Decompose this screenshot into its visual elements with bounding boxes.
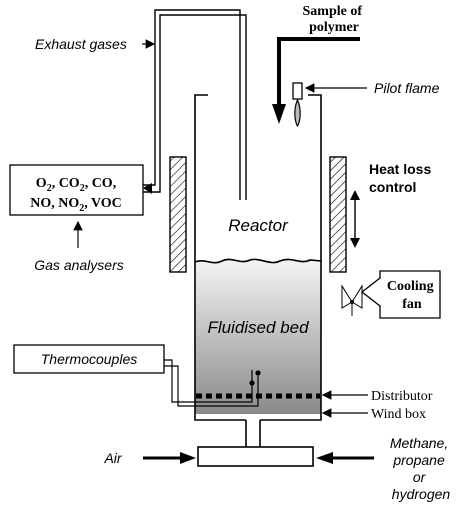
- fuel-inlet-arrowhead: [316, 452, 333, 464]
- distributor-label: Distributor: [371, 389, 433, 404]
- thermocouple-wire-outer: [164, 359, 253, 403]
- thermocouple-wire-inner: [164, 365, 259, 407]
- cooling-fan-icon: [341, 284, 363, 316]
- heat-loss-control-label: Heat loss control: [369, 161, 435, 195]
- fluidised-bed-label: Fluidised bed: [207, 318, 309, 337]
- gas-analysers-label: Gas analysers: [34, 257, 123, 273]
- heat-loss-arrowhead-down: [350, 238, 360, 248]
- pilot-flame-burner: [292, 82, 303, 100]
- right-heat-loss-panel: [329, 156, 347, 273]
- pilot-flame-icon: [294, 98, 301, 128]
- reactor-left-wall: [194, 94, 246, 421]
- sample-of-polymer-label: Sample of polymer: [303, 4, 366, 35]
- exhaust-gases-label: Exhaust gases: [35, 36, 127, 52]
- exhaust-tube-outer: [143, 9, 241, 200]
- polymer-feed-arrowhead: [272, 104, 286, 124]
- thermocouples-label: Thermocouples: [41, 351, 138, 367]
- bed-surface-line: [194, 258, 322, 264]
- pilot-flame-label: Pilot flame: [374, 80, 440, 96]
- polymer-feed-line: [277, 37, 360, 108]
- reactor-right-wall: [260, 94, 322, 421]
- cooling-fan-label: Cooling fan: [387, 279, 437, 312]
- thermocouple-tip-2: [255, 370, 261, 376]
- analyser-line-1: O2, CO2, CO,: [36, 176, 116, 194]
- fluidised-bed-fill: [195, 259, 321, 414]
- left-heat-loss-panel: [169, 156, 187, 273]
- wind-box-label: Wind box: [371, 407, 426, 422]
- exhaust-tube-inner: [143, 14, 247, 200]
- thermocouple-tip-1: [249, 380, 255, 386]
- heat-loss-arrowhead-up: [350, 190, 360, 200]
- thermocouples-box: [13, 344, 165, 374]
- fuel-label: Methane, propane or hydrogen: [390, 435, 452, 502]
- air-label: Air: [103, 450, 122, 466]
- cooling-fan-callout: [360, 270, 441, 319]
- reactor-label: Reactor: [228, 216, 289, 235]
- gas-analyser-box: [9, 164, 144, 216]
- exhaust-tube-arrowhead: [143, 183, 152, 194]
- analyser-line-2: NO, NO2, VOC: [30, 196, 122, 214]
- air-inlet-arrowhead: [180, 452, 196, 464]
- air-inlet-box: [197, 446, 314, 467]
